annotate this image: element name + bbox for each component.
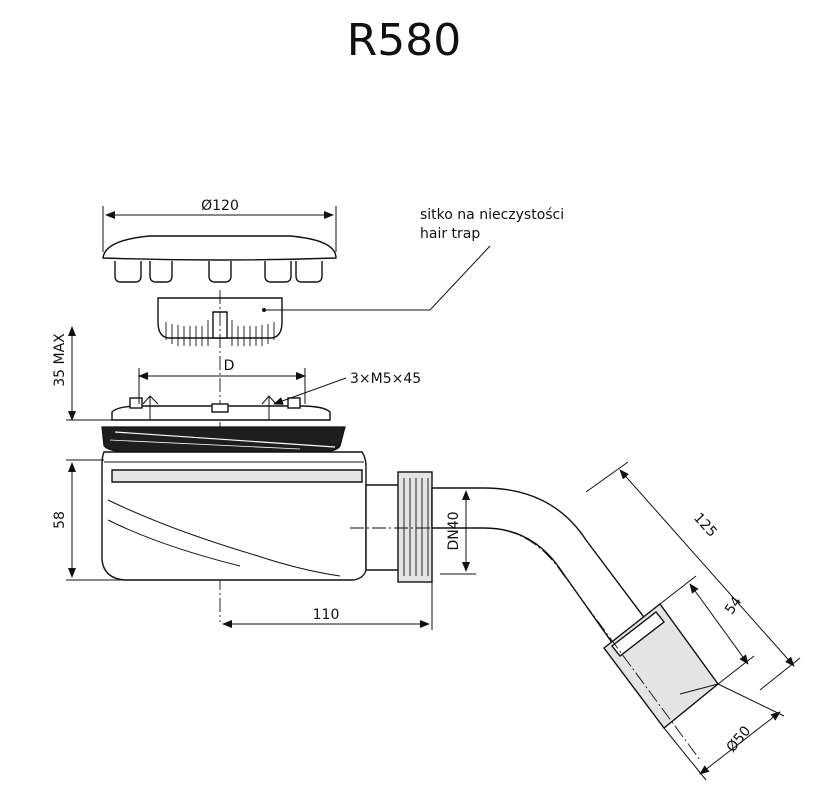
cover-diameter-dimension: Ø120: [102, 198, 337, 252]
outlet-nut: [365, 471, 433, 583]
pipe-dn-label: DN40: [446, 511, 462, 550]
screws-label: 3×M5×45: [350, 371, 421, 387]
elbow-length-label: 125: [690, 510, 720, 541]
cover-diameter-label: Ø120: [201, 198, 239, 214]
rubber-seal: [101, 426, 346, 453]
hair-trap-label-pl: sitko na nieczystości: [420, 207, 564, 223]
flange-d-dimension: D: [138, 358, 306, 404]
product-title: R580: [347, 15, 462, 66]
pipe-axis: [350, 527, 701, 761]
pipe-dn-dimension: DN40: [440, 487, 476, 575]
flange-d-label: D: [224, 358, 235, 374]
hair-trap-label-en: hair trap: [420, 226, 480, 242]
socket-length-label: 54: [722, 594, 745, 618]
trap-body: [101, 451, 367, 581]
body-height-dimension: 58: [52, 459, 124, 581]
outlet-offset-label: 110: [313, 607, 340, 623]
outlet-offset-dimension: 110: [222, 582, 433, 630]
outlet-diameter-label: Ø50: [724, 723, 755, 755]
height-max-label: 35 MAX: [52, 333, 68, 387]
cover-plate: [102, 235, 337, 283]
body-height-label: 58: [52, 511, 68, 529]
flange: [111, 395, 331, 421]
outlet-elbow-pipe: [431, 487, 719, 730]
height-max-dimension: 35 MAX: [52, 326, 112, 421]
hair-trap-callout: sitko na nieczystości hair trap: [264, 207, 564, 311]
screws-callout: 3×M5×45: [273, 371, 421, 405]
